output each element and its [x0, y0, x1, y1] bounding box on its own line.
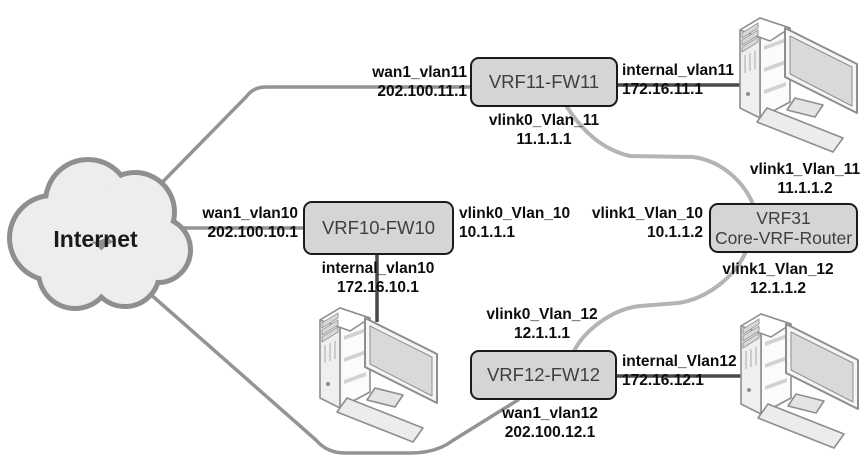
label-internal-vlan10: internal_vlan10 172.16.10.1	[308, 259, 448, 297]
label-wan1-vlan10: wan1_vlan10 202.100.10.1	[202, 204, 298, 242]
label-vlink0-vlan-11: vlink0_Vlan_11 11.1.1.1	[474, 111, 614, 149]
interface-ip: 11.1.1.1	[516, 131, 572, 148]
interface-name: vlink0_Vlan_12	[486, 306, 598, 323]
interface-name: wan1_vlan11	[372, 64, 467, 81]
interface-name: internal_vlan11	[622, 62, 735, 79]
interface-ip: 172.16.12.1	[622, 372, 704, 389]
interface-name: wan1_vlan10	[202, 205, 298, 222]
node-fw10-label: VRF10-FW10	[321, 217, 436, 238]
interface-ip: 202.100.12.1	[504, 424, 596, 441]
label-vlink0-vlan-12: vlink0_Vlan_12 12.1.1.1	[472, 305, 612, 343]
node-fw11[interactable]: VRF11-FW11	[470, 57, 618, 107]
interface-ip: 10.1.1.2	[646, 224, 703, 241]
node-core-router[interactable]: VRF31 Core-VRF-Router	[709, 203, 858, 253]
label-vlink1-vlan-11: vlink1_Vlan_11 11.1.1.2	[735, 160, 860, 198]
interface-ip: 172.16.10.1	[337, 279, 419, 296]
interface-ip: 202.100.10.1	[207, 224, 298, 241]
node-fw10[interactable]: VRF10-FW10	[303, 201, 454, 255]
internet-cloud	[7, 157, 193, 311]
pc-icon-vlan12	[740, 313, 859, 449]
link-internet-fw11	[138, 85, 476, 207]
interface-name: vlink1_Vlan_11	[749, 161, 860, 178]
node-core-router-label-line2: Core-VRF-Router	[714, 228, 853, 248]
link-router-fw12	[572, 249, 748, 353]
label-vlink1-vlan-10: vlink1_Vlan_10 10.1.1.2	[592, 204, 703, 242]
label-internal-vlan12: internal_Vlan12 172.16.12.1	[622, 352, 737, 390]
interface-ip: 202.100.11.1	[377, 83, 467, 100]
link-fw11-router	[565, 105, 755, 206]
interface-name: vlink1_Vlan_12	[722, 261, 834, 278]
interface-ip: 10.1.1.1	[459, 224, 516, 241]
interface-ip: 172.16.11.1	[622, 81, 704, 98]
link-internet-fw12	[138, 283, 520, 455]
label-wan1-vlan12: wan1_vlan12 202.100.12.1	[480, 404, 620, 442]
interface-name: vlink0_Vlan_11	[488, 112, 600, 129]
label-vlink1-vlan-12: vlink1_Vlan_12 12.1.1.2	[708, 260, 848, 298]
interface-name: wan1_vlan12	[502, 405, 598, 422]
pc-icon-vlan11	[739, 17, 858, 153]
label-internal-vlan11: internal_vlan11 172.16.11.1	[622, 61, 734, 99]
label-vlink0-vlan-10: vlink0_Vlan_10 10.1.1.1	[459, 204, 570, 242]
internet-cloud-label: Internet	[53, 226, 138, 252]
node-core-router-label-line1: VRF31	[756, 208, 811, 228]
node-fw12[interactable]: VRF12-FW12	[470, 350, 617, 400]
interface-name: internal_vlan10	[321, 260, 435, 277]
node-fw11-label: VRF11-FW11	[488, 71, 600, 92]
interface-name: internal_Vlan12	[622, 353, 737, 370]
pc-icon-vlan10	[319, 307, 438, 443]
label-wan1-vlan11: wan1_vlan11 202.100.11.1	[372, 63, 467, 101]
node-fw12-label: VRF12-FW12	[486, 364, 601, 385]
interface-ip: 12.1.1.1	[513, 325, 571, 342]
interface-ip: 12.1.1.2	[749, 280, 807, 297]
interface-name: vlink1_Vlan_10	[591, 205, 703, 222]
interface-name: vlink0_Vlan_10	[459, 205, 571, 222]
interface-ip: 11.1.1.2	[777, 180, 833, 197]
